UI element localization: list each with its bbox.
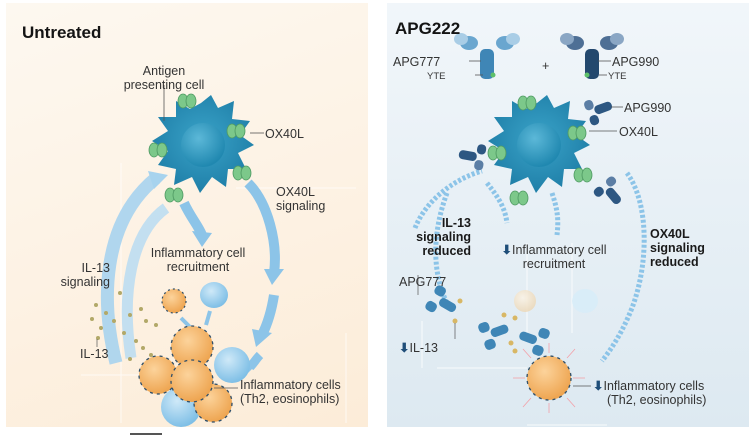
ox40l-label: OX40L (265, 127, 304, 141)
ox40l-signaling-label: OX40L signaling (276, 185, 326, 213)
background-grid (421, 243, 607, 426)
il13-signaling-arrow (100, 172, 161, 365)
recruited-blue-cell (200, 282, 228, 308)
apg777-label: APG777 (393, 55, 441, 69)
down-arrow-icon: ⬇ (501, 243, 512, 257)
inflammatory-cells-label: Inflammatory cells (Th2, eosinophils) (240, 378, 341, 406)
panel-title-apg222: APG222 (395, 19, 461, 38)
il13-particles (90, 291, 158, 361)
down-arrow-icon: ⬇ (593, 379, 604, 393)
recruitment-arrow (179, 200, 207, 238)
ox40l-signaling-reduced-label: OX40L signaling reduced (650, 227, 705, 269)
faded-blue-cell (572, 289, 598, 313)
ox40l-label: OX40L (619, 125, 658, 139)
ox40l-receptors (148, 93, 252, 203)
antigen-presenting-cell (488, 95, 590, 193)
apg990-bound-label: APG990 (624, 101, 672, 115)
il13-signaling-reduced-label: IL-13 signaling reduced (416, 216, 471, 258)
apg990-label: APG990 (612, 55, 660, 69)
recruited-orange-cell (161, 288, 187, 314)
panel-title-untreated: Untreated (22, 23, 102, 42)
il13-reduced-label: ⬇IL-13 (399, 341, 438, 355)
yte-right-label: YTE (608, 71, 627, 82)
antigen-presenting-cell (152, 95, 254, 193)
yte-left-label: YTE (427, 71, 446, 82)
il13-arrowhead (148, 171, 168, 189)
apg990-antibody (560, 33, 624, 79)
faded-orange-cell (514, 290, 536, 312)
recruitment-label: Inflammatory cell recruitment (150, 246, 246, 274)
ox40l-signaling-arrow (244, 179, 280, 274)
apc-label: Antigen presenting cell (123, 64, 205, 92)
inflammatory-cells-reduced-label: ⬇Inflammatory cells (Th2, eosinophils) (593, 379, 707, 407)
il13-signaling-label: IL-13 signaling (60, 261, 110, 289)
il13-particles (452, 298, 518, 354)
apg777-antibody (454, 33, 520, 79)
ox40l-receptors (487, 95, 593, 206)
recruitment-reduced-label: ⬇Inflammatory cell recruitment (501, 243, 607, 271)
untreated-illustration (81, 85, 356, 427)
plus-sign: + (542, 59, 550, 73)
inflammatory-cell (513, 343, 585, 413)
inflammatory-cell-cluster (138, 325, 250, 427)
untreated-panel: Untreated Antigen presenting cell OX40L … (6, 3, 368, 427)
apg222-panel: APG222 APG777 YTE + APG990 YTE APG990 OX… (387, 3, 749, 427)
apg777-bound-antibodies (425, 285, 550, 356)
scale-bar (130, 433, 162, 435)
apg777-bound-label: APG777 (399, 275, 447, 289)
il13-label: IL-13 (80, 347, 109, 361)
bound-apg990-antibodies (458, 99, 621, 205)
down-arrow-icon: ⬇ (399, 341, 410, 355)
apg222-illustration (412, 33, 647, 426)
